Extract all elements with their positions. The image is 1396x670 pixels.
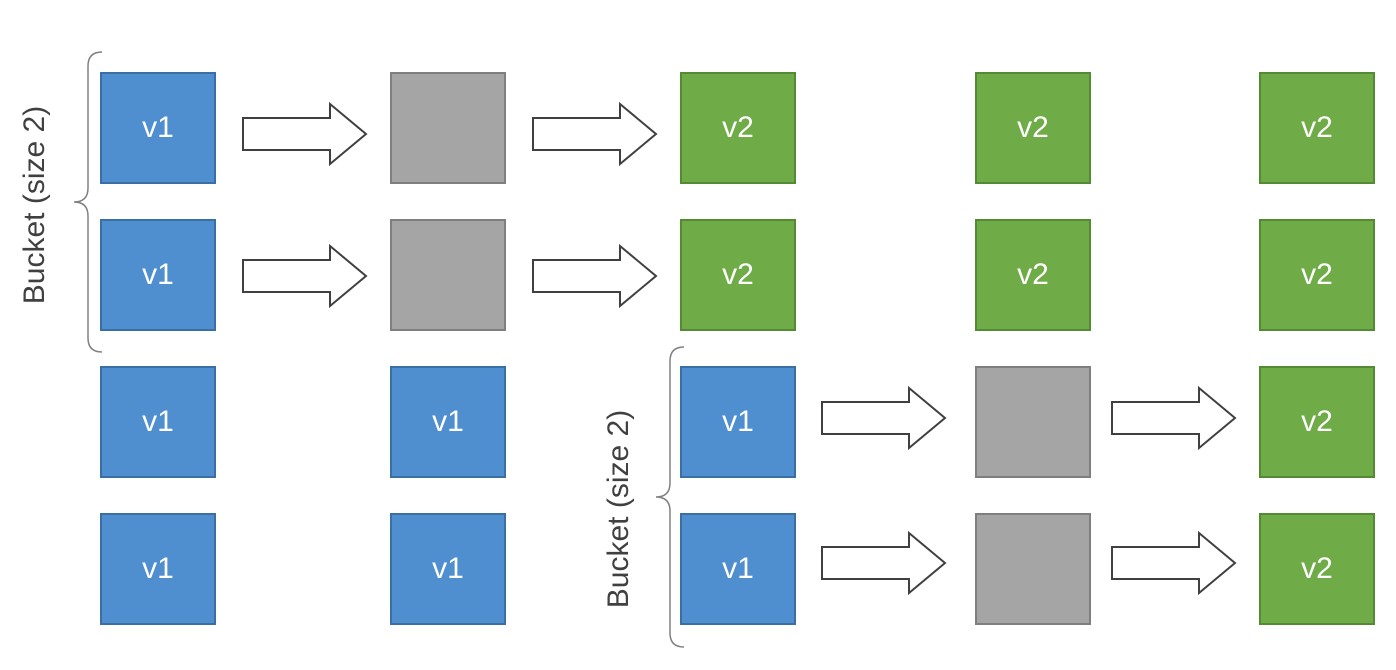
box-r2-c1: v1 <box>100 219 216 331</box>
bucket-label-1: Bucket (size 2) <box>18 105 51 305</box>
box-r2-c5: v2 <box>1259 219 1375 331</box>
arrow-r4-a <box>821 530 947 596</box>
bucket-brace-2 <box>655 346 685 648</box>
arrow-r1-a <box>242 101 368 167</box>
box-r4-c2: v1 <box>390 513 506 625</box>
box-r4-c4 <box>975 513 1091 625</box>
box-r1-c1: v1 <box>100 72 216 184</box>
arrow-r4-b <box>1111 530 1237 596</box>
box-r3-c4 <box>975 366 1091 478</box>
arrow-r2-a <box>242 243 368 309</box>
box-r1-c5: v2 <box>1259 72 1375 184</box>
box-r3-c3: v1 <box>680 366 796 478</box>
arrow-r3-a <box>821 385 947 451</box>
box-r1-c3: v2 <box>680 72 796 184</box>
box-r2-c2 <box>390 219 506 331</box>
arrow-r2-b <box>532 243 658 309</box>
box-r3-c2: v1 <box>390 366 506 478</box>
box-r2-c3: v2 <box>680 219 796 331</box>
box-r4-c5: v2 <box>1259 513 1375 625</box>
bucket-label-2: Bucket (size 2) <box>602 409 635 609</box>
arrow-r1-b <box>532 101 658 167</box>
box-r3-c5: v2 <box>1259 366 1375 478</box>
box-r1-c4: v2 <box>975 72 1091 184</box>
box-r1-c2 <box>390 72 506 184</box>
box-r4-c3: v1 <box>680 513 796 625</box>
box-r3-c1: v1 <box>100 366 216 478</box>
box-r2-c4: v2 <box>975 219 1091 331</box>
arrow-r3-b <box>1111 385 1237 451</box>
box-r4-c1: v1 <box>100 513 216 625</box>
bucket-brace-1 <box>73 51 103 353</box>
